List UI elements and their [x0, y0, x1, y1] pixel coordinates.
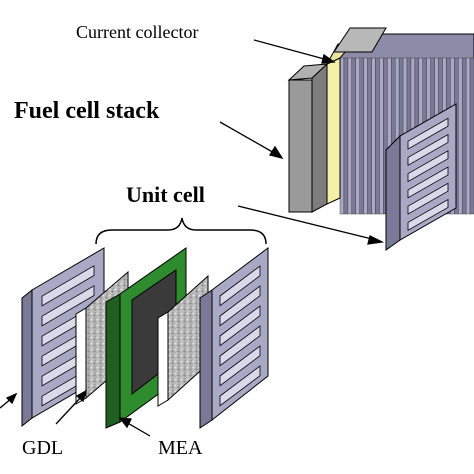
stack-plate	[360, 58, 364, 214]
arrow-mea	[126, 422, 150, 436]
end-plate-front	[289, 80, 312, 212]
unit-cell	[22, 218, 268, 428]
stack-plate	[344, 58, 348, 214]
stack-plate	[352, 58, 356, 214]
stack-plate	[372, 58, 376, 214]
stack-plate	[348, 58, 352, 214]
label-mea: MEA	[158, 437, 203, 459]
right-bipolar-plate	[200, 248, 268, 428]
stack-plate	[364, 58, 368, 214]
stack-plate	[462, 58, 466, 214]
label-gdl: GDL	[22, 437, 63, 459]
fuel-cell-stack	[289, 28, 474, 250]
arrow-current-collector	[254, 40, 328, 60]
stack-plate	[466, 58, 470, 214]
label-current-collector: Current collector	[76, 22, 198, 42]
label-fuel-cell-stack: Fuel cell stack	[14, 98, 160, 124]
unit-cell-brace	[96, 218, 266, 244]
stack-plate	[368, 58, 372, 214]
arrow-fuel-cell-stack	[220, 122, 276, 154]
stack-plate	[340, 58, 344, 214]
end-plate-side	[312, 64, 327, 212]
current-collector-plate	[327, 58, 340, 204]
stack-plate	[470, 58, 474, 214]
stack-plate	[375, 58, 379, 214]
stack-plate	[379, 58, 383, 214]
label-unit-cell: Unit cell	[126, 182, 205, 207]
stack-plate	[458, 58, 462, 214]
stack-plate	[356, 58, 360, 214]
